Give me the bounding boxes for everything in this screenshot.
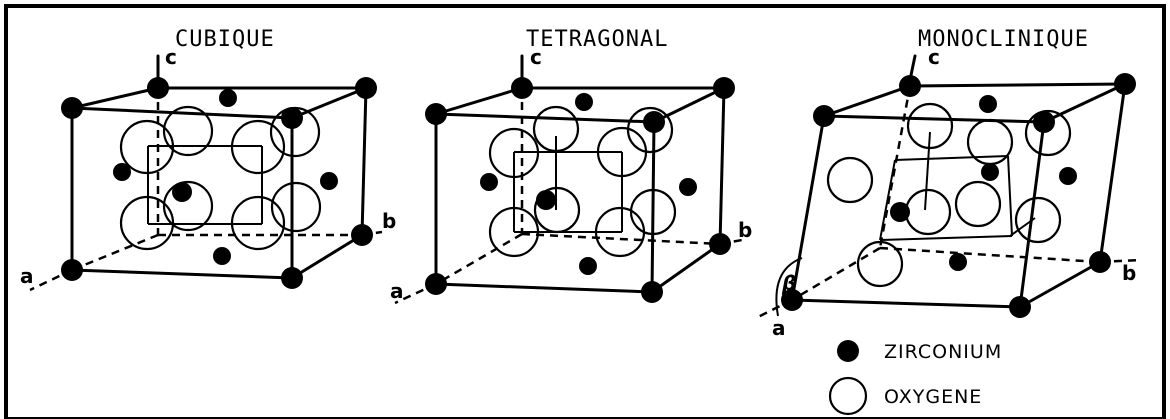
tetragonal-cell-edges bbox=[434, 86, 726, 294]
zirconium-legend-label: ZIRCONIUM bbox=[884, 341, 1002, 363]
cubic-b-label: b bbox=[382, 209, 396, 233]
monoclinic-zirconium-atoms bbox=[781, 73, 1136, 318]
tetragonal-title: TETRAGONAL bbox=[526, 27, 668, 52]
monoclinic-beta-label: β bbox=[781, 271, 796, 295]
cubic-title: CUBIQUE bbox=[175, 27, 275, 52]
monoclinic-c-label: c bbox=[928, 45, 940, 69]
monoclinic-cell-edges bbox=[790, 82, 1127, 309]
tetragonal-inner-cube bbox=[513, 136, 623, 233]
monoclinic-title: MONOCLINIQUE bbox=[918, 27, 1089, 52]
cubic-panel: CUBIQUE c bbox=[20, 27, 396, 292]
oxygen-legend-marker bbox=[828, 376, 868, 416]
oxygen-legend-label: OXYGENE bbox=[884, 386, 982, 408]
tetragonal-panel: TETRAGONAL c bbox=[390, 27, 752, 305]
monoclinic-panel: MONOCLINIQUE c β bbox=[755, 27, 1141, 340]
monoclinic-beta-arc bbox=[775, 257, 803, 317]
cubic-cell-edges bbox=[70, 86, 368, 280]
monoclinic-inner-cube bbox=[879, 131, 1036, 241]
monoclinic-b-label: b bbox=[1122, 261, 1136, 285]
figure-frame bbox=[4, 4, 1166, 419]
tetragonal-c-label: c bbox=[530, 45, 542, 69]
cubic-c-label: c bbox=[165, 45, 177, 69]
cubic-a-label: a bbox=[20, 264, 34, 288]
tetragonal-oxygen-atoms bbox=[488, 105, 677, 258]
zirconium-legend-marker bbox=[837, 340, 859, 362]
tetragonal-zirconium-atoms bbox=[425, 77, 735, 303]
tetragonal-b-label: b bbox=[738, 218, 752, 242]
cubic-zirconium-atoms bbox=[61, 77, 377, 289]
monoclinic-a-label: a bbox=[772, 316, 786, 340]
tetragonal-a-label: a bbox=[390, 279, 404, 303]
legend: ZIRCONIUM OXYGENE bbox=[828, 340, 1002, 416]
